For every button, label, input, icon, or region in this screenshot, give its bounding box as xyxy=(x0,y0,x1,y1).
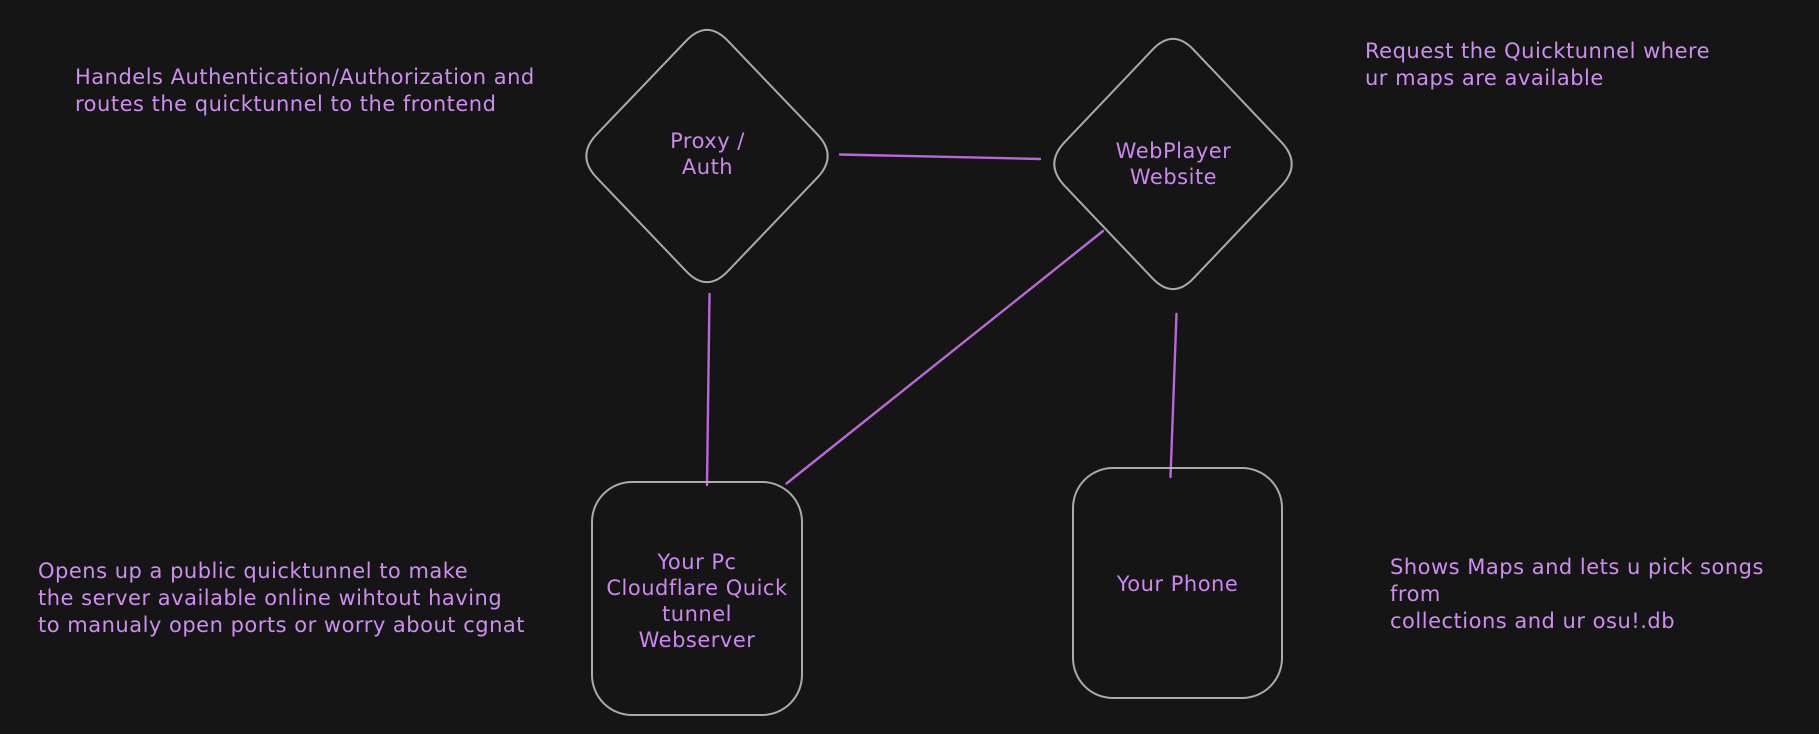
annotation-proxy-auth[interactable]: Handels Authentication/Authorization and… xyxy=(75,65,535,116)
edge-proxy-to-webserver[interactable] xyxy=(705,292,711,487)
node-webplayer-website-shape[interactable] xyxy=(1053,37,1293,291)
node-your-phone-shape[interactable] xyxy=(1072,467,1283,699)
node-your-phone-label[interactable]: Your Phone xyxy=(1116,572,1239,596)
node-webplayer-website-label[interactable]: WebPlayer Website xyxy=(1115,139,1232,189)
annotation-webserver[interactable]: Opens up a public quicktunnel to make th… xyxy=(38,559,525,637)
annotation-phone[interactable]: Shows Maps and lets u pick songs from co… xyxy=(1390,555,1764,633)
annotation-webplayer[interactable]: Request the Quicktunnel where ur maps ar… xyxy=(1365,39,1711,90)
node-pc-webserver-label[interactable]: Your Pc Cloudflare Quick tunnel Webserve… xyxy=(606,550,788,652)
edge-webplayer-to-phone[interactable] xyxy=(1169,312,1178,479)
node-proxy-auth-shape[interactable] xyxy=(585,28,829,284)
edge-webplayer-to-webserver[interactable] xyxy=(785,229,1105,485)
node-pc-webserver-shape[interactable] xyxy=(591,481,803,716)
node-proxy-auth-label[interactable]: Proxy / Auth xyxy=(670,129,745,179)
edge-proxy-to-webplayer[interactable] xyxy=(838,153,1042,161)
